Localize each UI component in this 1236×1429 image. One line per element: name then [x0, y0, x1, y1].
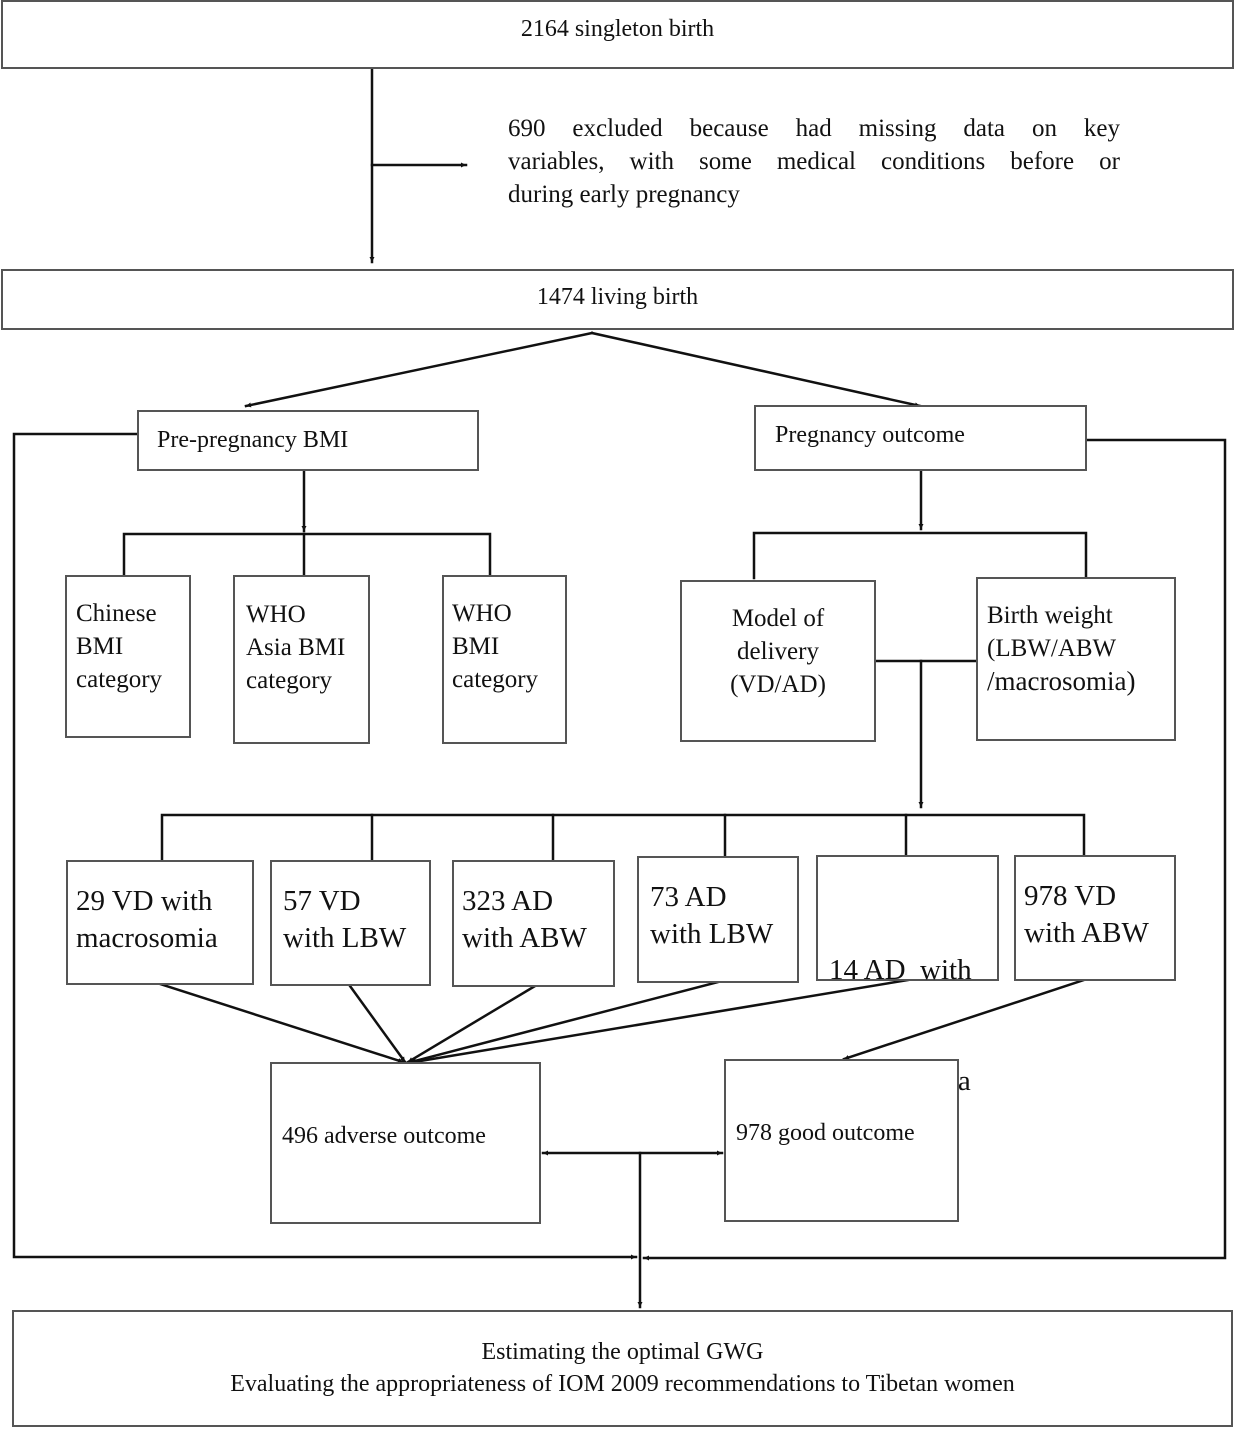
group-5-line-1: 14 AD with	[829, 954, 972, 986]
arrow-g5-adverse	[412, 978, 910, 1064]
living-birth-label: 1474 living birth	[536, 283, 699, 310]
chinese-bmi-line-3: category	[76, 666, 163, 693]
birth-weight-label: Birth weight (LBW/ABW /macrosomia)	[987, 599, 1135, 698]
adverse-outcome-label: 496 adverse outcome	[282, 1123, 486, 1149]
good-outcome-box: 978 good outcome	[724, 1059, 959, 1222]
group-2-line-2: with LBW	[283, 922, 407, 954]
arrow-to-prepregnancy-bmi	[244, 331, 594, 408]
group-label-2: 57 VD with LBW	[283, 883, 406, 957]
arrow-g4-adverse	[409, 980, 720, 1064]
chinese-bmi-box: Chinese BMI category	[65, 575, 191, 738]
who-asia-bmi-line-3: category	[246, 667, 333, 694]
bmi-bracket	[122, 532, 492, 576]
adverse-outcome-box: 496 adverse outcome	[270, 1062, 541, 1224]
singleton-birth-label: 2164 singleton birth	[520, 15, 715, 42]
excluded-line-1: 690 excluded because had missing data on…	[508, 115, 1120, 142]
prepregnancy-bmi-box: Pre-pregnancy BMI	[137, 410, 479, 471]
arrow-g2-adverse	[348, 984, 407, 1064]
group-box-2: 57 VD with LBW	[270, 860, 431, 986]
group-label-4: 73 AD with LBW	[650, 879, 773, 953]
birth-weight-line-3: /macrosomia)	[987, 666, 1136, 696]
arrow-g3-adverse	[406, 984, 537, 1064]
left-loop	[12, 432, 638, 1260]
group-label-6: 978 VD with ABW	[1024, 878, 1149, 952]
mode-of-delivery-line-1: Model of	[731, 605, 825, 632]
group-1-line-2: macrosomia	[76, 922, 218, 954]
pregnancy-outcome-label: Pregnancy outcome	[775, 422, 965, 448]
living-birth-box: 1474 living birth	[1, 269, 1234, 330]
group-box-1: 29 VD with macrosomia	[66, 860, 254, 985]
mode-of-delivery-box: Model of delivery (VD/AD)	[680, 580, 876, 742]
group-4-line-1: 73 AD	[650, 881, 727, 913]
group-label-3: 323 AD with ABW	[462, 883, 587, 957]
group-6-line-2: with ABW	[1024, 917, 1149, 949]
prepregnancy-bmi-label: Pre-pregnancy BMI	[157, 427, 349, 453]
group-label-1: 29 VD with macrosomia	[76, 883, 218, 957]
final-label: Estimating the optimal GWG Evaluating th…	[14, 1336, 1231, 1400]
birth-weight-line-2: (LBW/ABW	[987, 635, 1117, 662]
group-6-line-1: 978 VD	[1024, 880, 1117, 912]
group-box-6: 978 VD with ABW	[1014, 855, 1176, 981]
final-line-1: Estimating the optimal GWG	[481, 1339, 764, 1365]
excluded-line-2: variables, with some medical conditions …	[508, 148, 1120, 175]
chinese-bmi-line-2: BMI	[76, 633, 124, 660]
arrow-g1-adverse	[158, 982, 405, 1064]
chinese-bmi-line-1: Chinese	[76, 600, 157, 627]
group-3-line-2: with ABW	[462, 922, 587, 954]
mode-of-delivery-label: Model of delivery (VD/AD)	[682, 602, 874, 701]
good-outcome-label: 978 good outcome	[736, 1120, 915, 1146]
arrow-to-pregnancy-outcome	[590, 331, 922, 408]
group-box-4: 73 AD with LBW	[637, 856, 799, 983]
final-line-2: Evaluating the appropriateness of IOM 20…	[230, 1371, 1015, 1397]
mode-of-delivery-line-3: (VD/AD)	[730, 671, 826, 698]
group-3-line-1: 323 AD	[462, 885, 554, 917]
singleton-birth-box: 2164 singleton birth	[1, 0, 1234, 69]
who-bmi-line-2: BMI	[452, 633, 500, 660]
group-4-line-2: with LBW	[650, 918, 774, 950]
group-2-line-1: 57 VD	[283, 885, 361, 917]
mode-of-delivery-line-2: delivery	[737, 638, 819, 665]
group-box-5: 14 AD with macrosomia	[816, 855, 999, 1097]
group-box-3: 323 AD with ABW	[452, 860, 615, 987]
who-asia-bmi-box: WHO Asia BMI category	[233, 575, 370, 744]
excluded-note: 690 excluded because had missing data on…	[508, 112, 1120, 211]
pregnancy-outcome-box: Pregnancy outcome	[754, 405, 1087, 471]
birth-weight-line-1: Birth weight	[987, 602, 1113, 629]
final-box: Estimating the optimal GWG Evaluating th…	[12, 1310, 1233, 1427]
who-bmi-line-1: WHO	[452, 600, 512, 627]
birth-weight-box: Birth weight (LBW/ABW /macrosomia)	[976, 577, 1176, 741]
who-asia-bmi-line-2: Asia BMI	[246, 634, 346, 661]
right-loop	[642, 438, 1227, 1261]
chinese-bmi-label: Chinese BMI category	[76, 597, 162, 696]
who-bmi-line-3: category	[452, 666, 539, 693]
who-asia-bmi-line-1: WHO	[246, 601, 306, 628]
group-1-line-1: 29 VD with	[76, 885, 213, 917]
who-bmi-label: WHO BMI category	[452, 597, 538, 696]
excluded-line-3: during early pregnancy	[508, 181, 740, 208]
arrow-g6-good	[842, 978, 1086, 1061]
who-bmi-box: WHO BMI category	[442, 575, 567, 744]
outcome-bracket	[752, 531, 1088, 580]
who-asia-bmi-label: WHO Asia BMI category	[246, 598, 345, 697]
groups-bracket	[160, 813, 1086, 862]
